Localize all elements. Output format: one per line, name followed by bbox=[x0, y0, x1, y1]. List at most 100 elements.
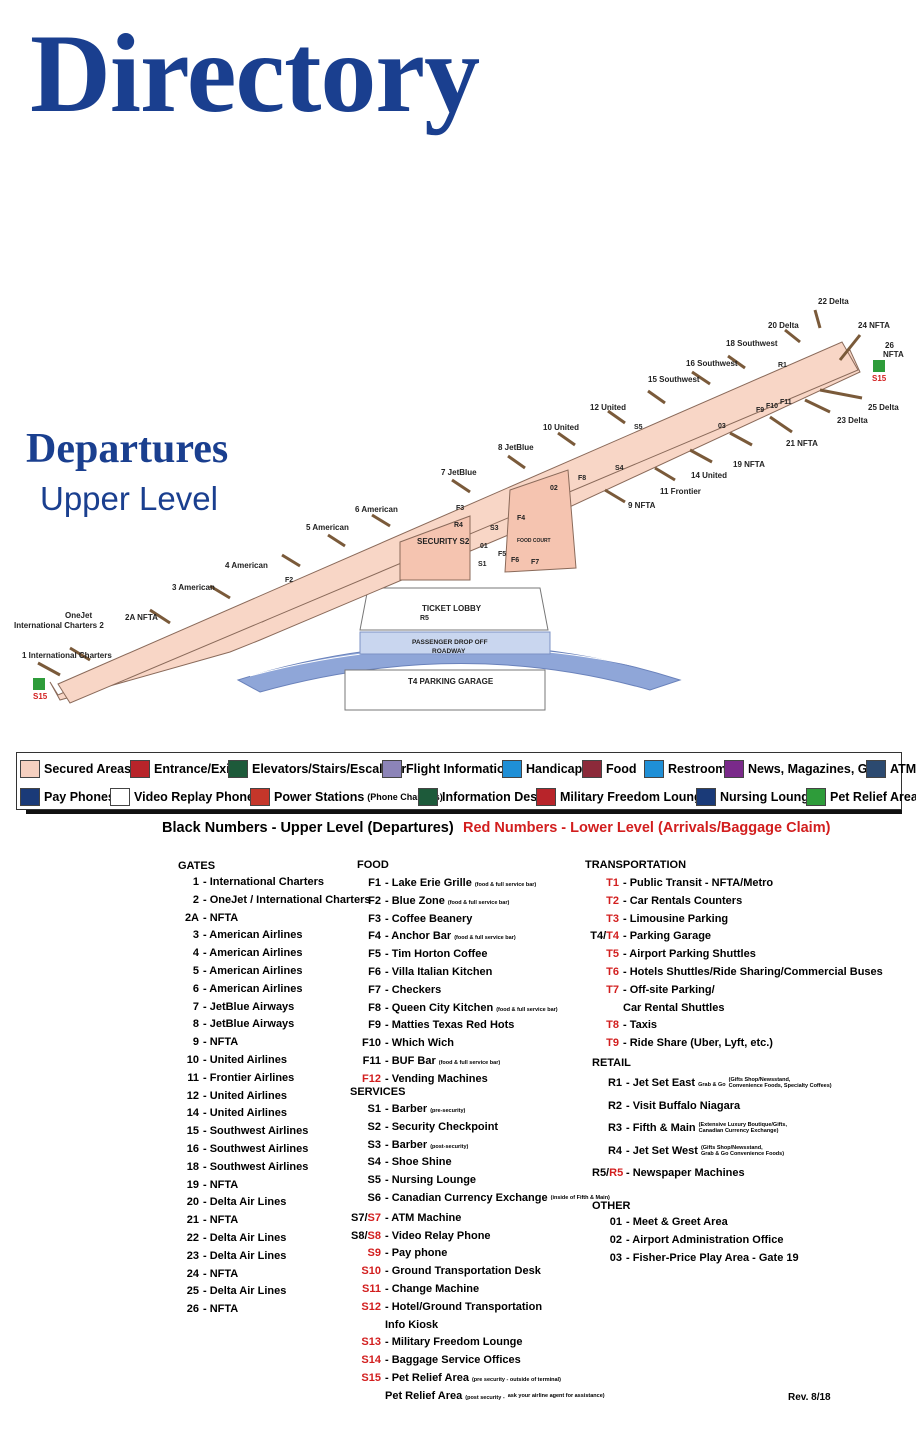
gate-label-8: 8 JetBlue bbox=[498, 443, 534, 452]
transportation-code: T3 bbox=[606, 912, 619, 925]
services-note-block: ask your airline agent for assistance) bbox=[507, 1392, 605, 1399]
food-item: F5- Tim Horton Coffee bbox=[357, 948, 487, 960]
gates-item: 22- Delta Air Lines bbox=[177, 1232, 287, 1244]
legend-label-news: News, Magazines, Gifts bbox=[748, 762, 887, 776]
food-item: F2- Blue Zone(food & full service bar) bbox=[357, 895, 509, 907]
transportation-code: T2 bbox=[606, 894, 619, 907]
services-name: - Security Checkpoint bbox=[385, 1120, 499, 1133]
map-code-S3: S3 bbox=[490, 525, 499, 532]
food-item: F12- Vending Machines bbox=[357, 1073, 488, 1085]
services-note: (pre-security) bbox=[430, 1108, 466, 1114]
gates-code: 5 bbox=[192, 965, 199, 977]
transportation-name: Car Rental Shuttles bbox=[623, 1001, 725, 1014]
map-code-F6: F6 bbox=[511, 557, 519, 564]
gates-code: 16 bbox=[186, 1143, 199, 1155]
legend-label-flight: Flight Information bbox=[406, 762, 513, 776]
other-name: - Fisher-Price Play Area - Gate 19 bbox=[626, 1251, 799, 1264]
departures-subtitle: Upper Level bbox=[40, 480, 218, 517]
retail-item: R5/R5- Newspaper Machines bbox=[592, 1167, 745, 1179]
food-code: F4 bbox=[368, 930, 381, 943]
legend-divider bbox=[26, 810, 902, 814]
map-code-01: 01 bbox=[480, 543, 488, 550]
map-code-02: 02 bbox=[550, 485, 558, 492]
food-court bbox=[504, 469, 577, 573]
transportation-name: - Public Transit - NFTA/Metro bbox=[623, 877, 774, 889]
food-name: - Blue Zone bbox=[385, 894, 445, 907]
services-item: Info Kiosk bbox=[351, 1319, 438, 1331]
legend-label-vrs: Video Replay Phones bbox=[134, 790, 261, 804]
gates-item: 7- JetBlue Airways bbox=[177, 1001, 294, 1013]
gate-label-18: 18 Southwest bbox=[726, 339, 778, 348]
gates-code: 7 bbox=[192, 1000, 199, 1013]
services-item: S7/S7- ATM Machine bbox=[351, 1212, 461, 1224]
gates-code: 18 bbox=[186, 1160, 199, 1173]
gates-name: - American Airlines bbox=[203, 965, 303, 977]
gate-label-9: 9 NFTA bbox=[628, 501, 656, 510]
map-code-S5: S5 bbox=[634, 424, 643, 431]
gate-label-11: 11 Frontier bbox=[660, 487, 701, 496]
legend-entrance: Entrance/Exit bbox=[130, 760, 234, 778]
services-code: S11 bbox=[362, 1283, 381, 1295]
gate-label-1: 1 International Charters bbox=[22, 651, 112, 660]
food-item: F10- Which Wich bbox=[357, 1037, 454, 1049]
military-icon bbox=[536, 788, 556, 806]
food-item: F6- Villa Italian Kitchen bbox=[357, 966, 492, 978]
page-title: Directory bbox=[30, 12, 480, 136]
gates-code: 25 bbox=[186, 1285, 199, 1298]
other-code: 03 bbox=[609, 1251, 622, 1264]
gates-name: - Delta Air Lines bbox=[203, 1232, 287, 1244]
retail-code: R5/R5 bbox=[592, 1167, 624, 1179]
upper-level-note: Black Numbers - Upper Level (Departures) bbox=[162, 820, 454, 836]
services-item: S5- Nursing Lounge bbox=[351, 1174, 477, 1186]
services-note-block: (inside of Fifth & Main) bbox=[550, 1195, 610, 1202]
s15-right: S15 bbox=[872, 374, 887, 383]
restroom-icon bbox=[644, 760, 664, 778]
transportation-name: - Taxis bbox=[623, 1019, 658, 1032]
gates-name: - International Charters bbox=[203, 876, 325, 888]
gates-code: 12 bbox=[186, 1089, 199, 1102]
gates-item: 4- American Airlines bbox=[177, 947, 303, 959]
gates-item: 1- International Charters bbox=[177, 876, 324, 888]
security-label: SECURITY S2 bbox=[417, 537, 470, 546]
food-name: - Vending Machines bbox=[385, 1072, 488, 1085]
food-name: - Matties Texas Red Hots bbox=[385, 1019, 515, 1032]
gates-item: 26- NFTA bbox=[177, 1303, 238, 1315]
gates-name: - JetBlue Airways bbox=[203, 1018, 295, 1031]
services-code: S10 bbox=[361, 1265, 381, 1278]
gates-name: - Delta Air Lines bbox=[203, 1249, 287, 1262]
gates-item: 10- United Airlines bbox=[177, 1054, 287, 1066]
gate-label-14: 14 United bbox=[691, 471, 727, 480]
gates-item: 16- Southwest Airlines bbox=[177, 1143, 309, 1155]
gate-label-20: 20 Delta bbox=[768, 321, 799, 330]
transportation-item: T6- Hotels Shuttles/Ride Sharing/Commerc… bbox=[585, 966, 883, 978]
legend-label-restroom: Restroom bbox=[668, 762, 727, 776]
legend-food: Food bbox=[582, 760, 637, 778]
map-code-F4: F4 bbox=[517, 515, 525, 522]
legend-label-info: Information Desk bbox=[442, 790, 545, 804]
gate-label-7: 7 JetBlue bbox=[441, 468, 477, 477]
map-code-S4: S4 bbox=[615, 465, 624, 472]
atm-icon bbox=[866, 760, 886, 778]
map-code-F3: F3 bbox=[456, 505, 464, 512]
gates-name: - NFTA bbox=[203, 1178, 239, 1191]
services-name: - Baggage Service Offices bbox=[385, 1354, 521, 1367]
legend-label-handicap: Handicap bbox=[526, 762, 583, 776]
gates-heading: GATES bbox=[178, 860, 216, 872]
legend-label-power: Power Stations bbox=[274, 790, 365, 804]
gates-code: 6 bbox=[192, 982, 199, 995]
transportation-item: T7- Off-site Parking/ bbox=[585, 984, 715, 996]
gates-item: 2A- NFTA bbox=[177, 912, 238, 924]
retail-item: R3- Fifth & Main(Extensive Luxury Boutiq… bbox=[592, 1122, 787, 1134]
services-item: S9- Pay phone bbox=[351, 1247, 448, 1259]
gates-name: - Delta Air Lines bbox=[203, 1285, 287, 1298]
legend-label-atm: ATM bbox=[890, 762, 916, 776]
gates-name: - United Airlines bbox=[203, 1107, 287, 1120]
transportation-item: T4/T4- Parking Garage bbox=[585, 930, 711, 942]
gates-name: - Delta Air Lines bbox=[203, 1196, 287, 1209]
transportation-heading: TRANSPORTATION bbox=[585, 859, 687, 871]
services-item: S14- Baggage Service Offices bbox=[351, 1354, 521, 1367]
food-name: - BUF Bar bbox=[385, 1055, 436, 1067]
gates-code: 9 bbox=[192, 1036, 199, 1049]
gates-code: 26 bbox=[186, 1303, 199, 1316]
